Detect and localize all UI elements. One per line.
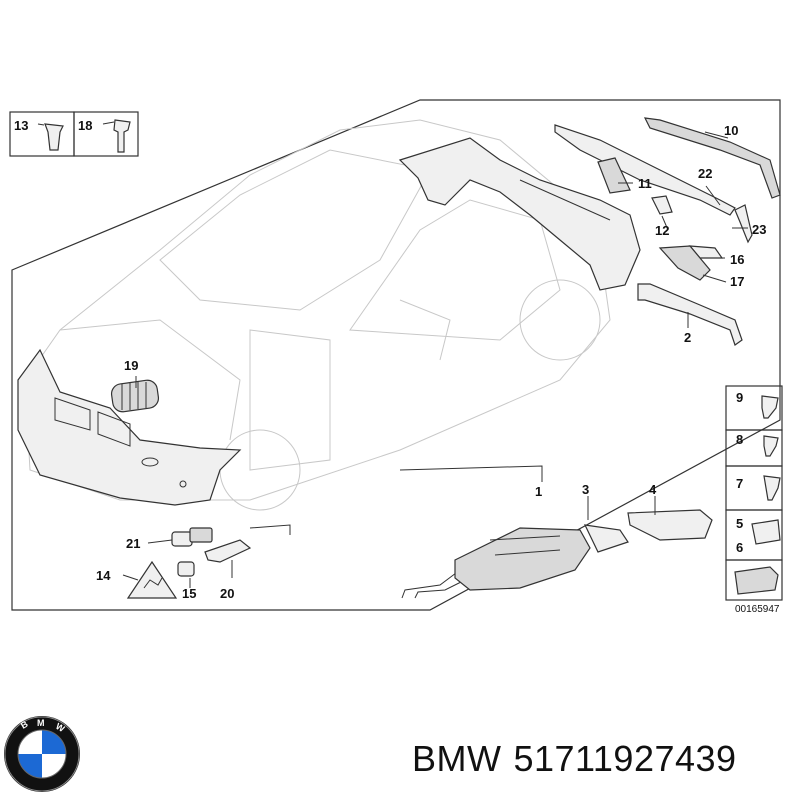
part-9-clip [761, 395, 779, 419]
exhaust-system [401, 509, 713, 599]
callout-22: 22 [698, 166, 712, 181]
part-19-grille [110, 379, 160, 413]
callout-13: 13 [14, 118, 28, 133]
callout-1: 1 [535, 484, 542, 499]
clips-box [9, 111, 139, 157]
part-11-part [597, 157, 631, 194]
part-12-part [651, 195, 673, 215]
part-8-clip [763, 435, 779, 457]
callout-18: 18 [78, 118, 92, 133]
callout-21: 21 [126, 536, 140, 551]
part-14-warning-label [126, 560, 178, 599]
callout-5: 5 [736, 516, 743, 531]
sensor-parts [171, 524, 291, 577]
leader-lines [37, 121, 748, 588]
part-18-screw [113, 119, 131, 153]
callout-19: 19 [124, 358, 138, 373]
fastener-panel [725, 385, 783, 601]
callout-3: 3 [582, 482, 589, 497]
callout-15: 15 [182, 586, 196, 601]
callout-16: 16 [730, 252, 744, 267]
callout-7: 7 [736, 476, 743, 491]
diagram-reference: 00165947 [735, 604, 780, 615]
brand-name: BMW [412, 738, 502, 779]
callout-12: 12 [655, 223, 669, 238]
callout-2: 2 [684, 330, 691, 345]
part-22-carrier [554, 124, 736, 216]
callout-20: 20 [220, 586, 234, 601]
callout-10: 10 [724, 123, 738, 138]
callout-14: 14 [96, 568, 111, 583]
part-10-trim [643, 117, 781, 199]
callout-6: 6 [736, 540, 743, 555]
diagram-frame [11, 99, 781, 611]
part-5-nut [751, 519, 781, 545]
arrow-icon [734, 566, 779, 595]
callout-labels: 1 2 3 4 5 6 7 8 9 10 11 12 13 14 15 16 1… [14, 118, 780, 615]
callout-8: 8 [736, 432, 743, 447]
part-7-screw [763, 475, 781, 501]
callout-23: 23 [752, 222, 766, 237]
front-bumper [17, 348, 242, 506]
part-23-bracket [734, 204, 753, 244]
bmw-logo: B M W [4, 716, 80, 792]
part-17-reflector [658, 245, 711, 281]
callout-17: 17 [730, 274, 744, 289]
callout-11: 11 [638, 176, 652, 191]
part-13-clip [44, 123, 64, 151]
svg-text:B: B [19, 719, 30, 731]
callout-4: 4 [649, 482, 657, 497]
svg-text:M: M [37, 718, 45, 728]
callout-9: 9 [736, 390, 743, 405]
part-number: 51711927439 [513, 738, 737, 779]
rear-bumper [398, 137, 641, 291]
part-caption: BMW 51711927439 [412, 738, 749, 780]
part-2-guide [637, 283, 743, 346]
